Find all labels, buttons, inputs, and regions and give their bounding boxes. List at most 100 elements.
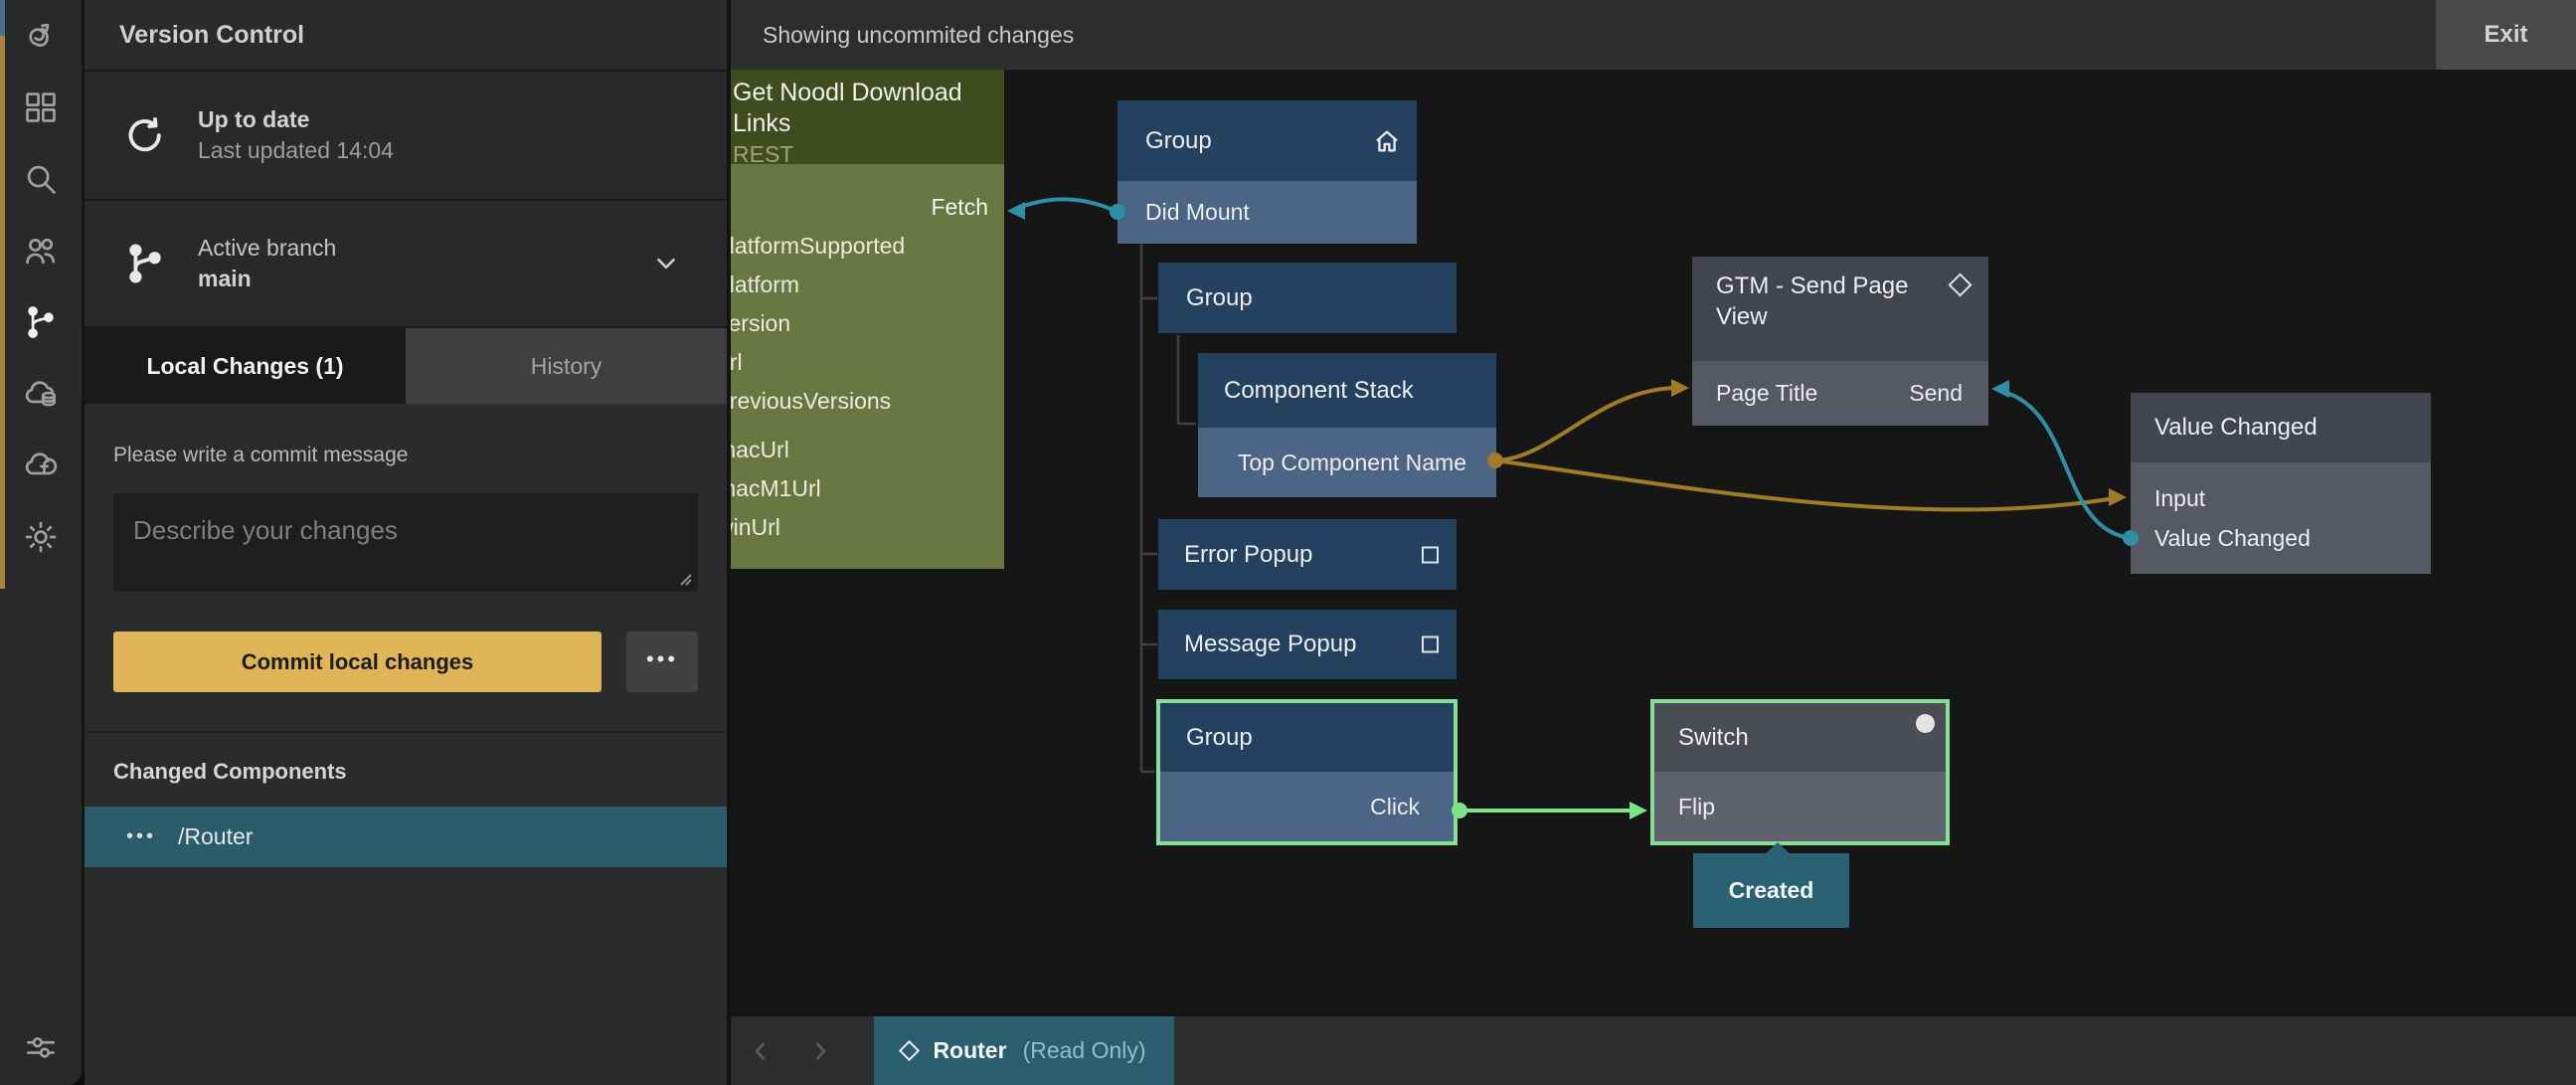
node-output-did-mount[interactable]: Did Mount [1145,199,1250,225]
home-icon [1373,127,1401,155]
commit-section: Please write a commit message Commit loc… [85,404,727,692]
components-grid-icon[interactable] [19,86,63,129]
node-title: Group [1186,283,1253,311]
commit-local-changes-button[interactable]: Commit local changes [113,632,601,692]
node-output-port[interactable]: url [731,349,743,375]
component-diamond-icon [1422,635,1439,653]
search-icon[interactable] [19,157,63,201]
window-accent-blue [0,0,5,36]
node-input-input[interactable]: Input [2154,484,2206,511]
canvas-topbar: Showing uncommited changes Exit [731,0,2576,70]
node-rest[interactable]: Get Noodl Download Links REST Fetch plat… [731,70,1004,569]
component-tab-router[interactable]: Router (Read Only) [874,1016,1174,1085]
editor-settings-sliders-icon[interactable] [19,1025,63,1069]
node-title: Value Changed [2154,414,2318,441]
component-tab-name: Router [933,1037,1007,1063]
divider [85,731,727,733]
node-created-annotation[interactable]: Created [1693,842,1849,928]
node-output-port[interactable]: version [731,310,791,336]
node-subtitle: REST [733,141,794,167]
panel-title: Version Control [85,0,727,72]
connection-indicator-dot [1916,714,1935,733]
resize-handle-icon[interactable] [677,571,693,587]
wire-valuechanged-send [2002,390,2132,540]
sync-status-text: Up to date [198,106,310,132]
more-options-button[interactable]: ••• [626,632,698,692]
node-title: Group [1186,723,1253,751]
node-output-value-changed[interactable]: Value Changed [2154,524,2311,551]
node-switch[interactable]: Switch Flip [1650,699,1950,845]
connection-wires-layer [1007,197,2139,819]
chevron-down-icon[interactable] [653,251,679,276]
version-control-branch-icon[interactable] [19,300,63,344]
window-accent-gold [0,36,5,589]
component-diamond-icon [899,1039,921,1062]
branch-name: main [198,266,252,291]
created-label: Created [1728,877,1814,903]
node-output-port[interactable]: macUrl [731,437,789,462]
node-output-port[interactable]: platformSupported [731,233,906,259]
node-title: Error Popup [1184,540,1313,568]
node-output-port[interactable]: platform [731,271,800,297]
tab-history[interactable]: History [406,328,727,404]
node-value-changed[interactable]: Value Changed Input Value Changed [2131,393,2431,574]
node-message-popup[interactable]: Message Popup [1158,610,1457,679]
active-branch-row[interactable]: Active branch main [85,201,727,328]
node-signal-fetch[interactable]: Fetch [931,194,988,220]
arrowhead-input [2109,488,2127,506]
node-output-top-component-name[interactable]: Top Component Name [1237,449,1466,475]
node-title: Switch [1678,723,1749,751]
component-diamond-icon [1422,546,1439,563]
node-group-selected[interactable]: Group Click [1156,699,1458,845]
node-output-port[interactable]: macM1Url [731,475,821,501]
commit-prompt: Please write a commit message [113,444,409,466]
node-output-port[interactable]: winUrl [731,514,780,540]
wire-topname-pagetitle [1494,386,1678,462]
nav-back-icon[interactable] [731,1016,790,1085]
node-output-port[interactable]: previousVersions [731,388,892,414]
node-error-popup[interactable]: Error Popup [1158,519,1457,590]
node-gtm-send-page-view[interactable]: GTM - Send Page View Page Title Send [1692,257,1988,426]
icon-sidebar [0,0,85,1085]
cloud-services-icon[interactable] [19,372,63,416]
component-dots-icon: ••• [126,825,157,847]
refresh-icon[interactable] [122,112,168,158]
canvas-bottombar: Router (Read Only) [731,1013,2576,1085]
component-diamond-icon [1948,272,1973,297]
last-updated-text: Last updated 14:04 [198,137,394,163]
sync-status-row[interactable]: Up to date Last updated 14:04 [85,72,727,201]
arrowhead-flip [1630,802,1647,819]
node-title: Group [1145,126,1212,154]
node-component-stack[interactable]: Component Stack Top Component Name [1198,353,1496,497]
cloud-functions-icon[interactable] [19,444,63,487]
tab-local-changes[interactable]: Local Changes (1) [85,328,406,404]
exit-button[interactable]: Exit [2436,0,2576,70]
node-group-2[interactable]: Group [1158,263,1457,333]
changed-component-name: /Router [178,823,254,849]
node-group-home[interactable]: Group Did Mount [1117,100,1417,244]
node-title: GTM - Send Page View [1716,272,1909,330]
wire-didmount-fetch [1012,197,1118,214]
read-only-badge: (Read Only) [1022,1037,1146,1063]
created-callout-notch [1765,842,1791,854]
noodl-logo-icon[interactable] [19,14,63,58]
commit-message-input[interactable] [113,493,698,592]
version-control-panel: Version Control Up to date Last updated … [85,0,731,1085]
arrowhead-send [1991,380,2009,398]
node-title: Message Popup [1184,631,1357,657]
uncommitted-changes-status: Showing uncommited changes [763,21,1075,48]
wire-topname-input [1494,458,2116,512]
active-branch-label: Active branch [198,235,337,261]
node-title: Component Stack [1224,376,1414,404]
node-graph-canvas[interactable]: Get Noodl Download Links REST Fetch plat… [731,70,2576,1085]
changed-component-row-router[interactable]: ••• /Router [85,807,727,867]
node-input-flip[interactable]: Flip [1678,793,1716,819]
collaboration-users-icon[interactable] [19,229,63,272]
node-input-page-title[interactable]: Page Title [1716,380,1818,406]
settings-gear-icon[interactable] [19,515,63,559]
node-output-click[interactable]: Click [1370,793,1420,819]
node-signal-send[interactable]: Send [1909,380,1963,406]
nav-forward-icon[interactable] [790,1016,850,1085]
node-title: Get Noodl Download Links [733,79,962,137]
